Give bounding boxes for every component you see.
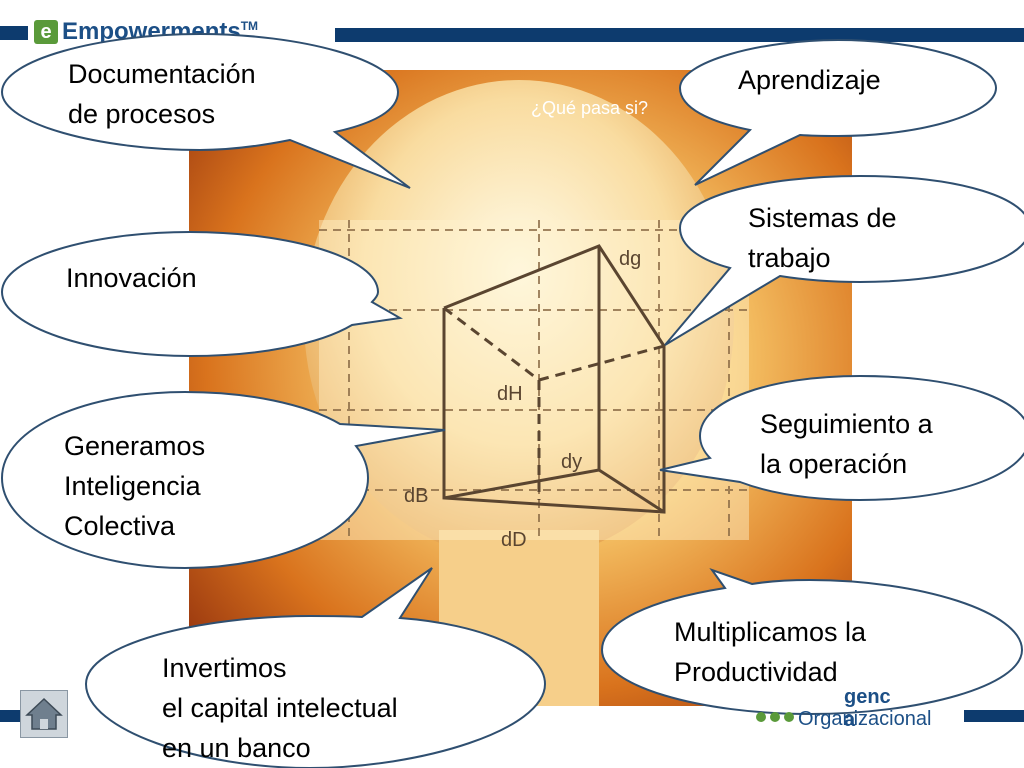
home-button[interactable] bbox=[20, 690, 68, 738]
bubble-documentacion-line2: de procesos bbox=[68, 99, 216, 129]
bubble-innovacion bbox=[0, 230, 404, 358]
footer-bar-right bbox=[964, 710, 1024, 722]
bubble-seguimiento-text: Seguimiento a la operación bbox=[760, 404, 933, 484]
diagram-label-dh: dH bbox=[497, 383, 523, 405]
header-bar-left bbox=[0, 26, 28, 40]
home-icon bbox=[25, 697, 63, 730]
bubble-generamos-text: Generamos Inteligencia Colectiva bbox=[64, 426, 205, 546]
bubble-innovacion-line1: Innovación bbox=[66, 263, 197, 293]
diagram-label-dd: dD bbox=[501, 529, 527, 551]
bubble-generamos-line3: Colectiva bbox=[64, 511, 176, 541]
bubble-documentacion-line1: Documentación bbox=[68, 59, 256, 89]
bubble-documentacion-text: Documentación de procesos bbox=[68, 54, 256, 134]
brand-logo-icon: e bbox=[34, 20, 58, 44]
cube-wireframe bbox=[442, 244, 666, 514]
bubble-invertimos-text: Invertimos el capital intelectual en un … bbox=[162, 648, 398, 768]
footer-bar-left bbox=[0, 710, 20, 722]
diagram-label-dy: dy bbox=[561, 451, 582, 473]
bubble-invertimos-line2: el capital intelectual bbox=[162, 693, 398, 723]
bubble-seguimiento bbox=[659, 374, 1024, 502]
bubble-multiplicamos-line2: Productividad bbox=[674, 657, 838, 687]
diagram-label-dg: dg bbox=[619, 248, 641, 270]
bubble-aprendizaje-text: Aprendizaje bbox=[738, 60, 881, 100]
bubble-seguimiento-line2: la operación bbox=[760, 449, 908, 479]
bubble-documentacion bbox=[0, 32, 411, 189]
bubble-invertimos-line3: en un banco bbox=[162, 733, 311, 763]
bubble-generamos-line2: Inteligencia bbox=[64, 471, 201, 501]
logo2-dots-icon bbox=[756, 712, 794, 722]
brand-trademark: TM bbox=[240, 19, 259, 33]
bubble-generamos-line1: Generamos bbox=[64, 431, 206, 461]
bubble-invertimos bbox=[84, 567, 547, 768]
bubble-multiplicamos-line1: Multiplicamos la bbox=[674, 617, 867, 647]
head-shape bbox=[304, 80, 734, 560]
bubble-aprendizaje bbox=[678, 38, 998, 186]
bubble-multiplicamos bbox=[600, 568, 1024, 716]
bubble-sistemas-line2: trabajo bbox=[748, 243, 831, 273]
bubble-sistemas-line1: Sistemas de bbox=[748, 203, 897, 233]
grid-lines bbox=[319, 220, 749, 540]
bubble-generamos bbox=[0, 390, 446, 570]
caption-que-pasa-si: ¿Qué pasa si? bbox=[531, 98, 649, 118]
logo2-top-text: genc a bbox=[844, 686, 891, 731]
bubble-aprendizaje-line1: Aprendizaje bbox=[738, 65, 881, 95]
bubble-invertimos-line1: Invertimos bbox=[162, 653, 287, 683]
bubble-sistemas-text: Sistemas de trabajo bbox=[748, 198, 897, 278]
diagram-label-db: dB bbox=[404, 485, 428, 507]
bubble-seguimiento-line1: Seguimiento a bbox=[760, 409, 933, 439]
bubble-multiplicamos-text: Multiplicamos la Productividad bbox=[674, 612, 866, 692]
bubble-sistemas bbox=[664, 174, 1024, 346]
head-sketch-image: dg dH dy dB dD bbox=[189, 70, 852, 706]
logo2-bottom-text: Organizacional bbox=[798, 708, 932, 730]
header-bar-right bbox=[335, 28, 1024, 42]
bubble-innovacion-text: Innovación bbox=[66, 258, 197, 298]
